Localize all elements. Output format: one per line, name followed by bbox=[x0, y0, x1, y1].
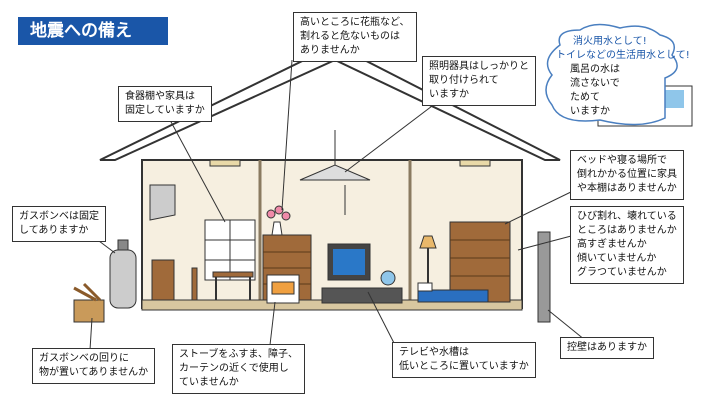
note-lighting: 照明器具はしっかりと 取り付けられて いますか bbox=[422, 56, 536, 106]
note-tv: テレビや水槽は 低いところに置いていますか bbox=[392, 342, 536, 378]
gas-cylinder-icon bbox=[109, 249, 137, 309]
block-wall-icon bbox=[537, 231, 551, 323]
note-gas-cylinder-fixed: ガスボンベは固定 してありますか bbox=[12, 206, 106, 242]
note-stove: ストーブをふすま、障子、 カーテンの近くで使用し ていませんか bbox=[172, 344, 305, 394]
bed-icon bbox=[417, 289, 489, 303]
note-bed: ベッドや寝る場所で 倒れかかる位置に家具 や本棚はありませんか bbox=[570, 150, 684, 200]
page-title: 地震への備え bbox=[18, 17, 168, 45]
floor-lamp-icon bbox=[419, 235, 437, 249]
ceiling-light-right bbox=[459, 159, 491, 167]
table bbox=[212, 271, 254, 278]
bath-cloud-line1: 消火用水として! bbox=[573, 36, 647, 47]
note-walls: ひび割れ、壊れている ところはありませんか 高すぎませんか 傾いていませんか グ… bbox=[570, 206, 684, 284]
firewood-icon bbox=[73, 299, 105, 323]
fish-tank-icon bbox=[380, 270, 396, 286]
chair bbox=[191, 267, 198, 301]
bath-cloud-line2: トイレなどの生活用水として! bbox=[556, 50, 690, 61]
note-flower-vase: 高いところに花瓶など、 割れると危ないものは ありませんか bbox=[293, 12, 417, 62]
note-cupboard: 食器棚や家具は 固定していますか bbox=[118, 86, 212, 122]
range-hood bbox=[149, 184, 176, 221]
pendant-lamp-icon bbox=[299, 164, 371, 181]
bookshelf-icon bbox=[449, 221, 511, 303]
note-block-wall: 控壁はありますか bbox=[560, 337, 654, 359]
note-gas-cylinder-around: ガスボンベの回りに 物が置いてありませんか bbox=[32, 348, 156, 384]
bath-cloud-line3: 風呂の水は 流さないで ためて いますか bbox=[570, 64, 620, 117]
tv-cabinet bbox=[321, 287, 403, 304]
flower-vase-icon bbox=[271, 221, 283, 236]
bath-cloud bbox=[545, 23, 678, 126]
ceiling-light-left bbox=[209, 159, 241, 167]
